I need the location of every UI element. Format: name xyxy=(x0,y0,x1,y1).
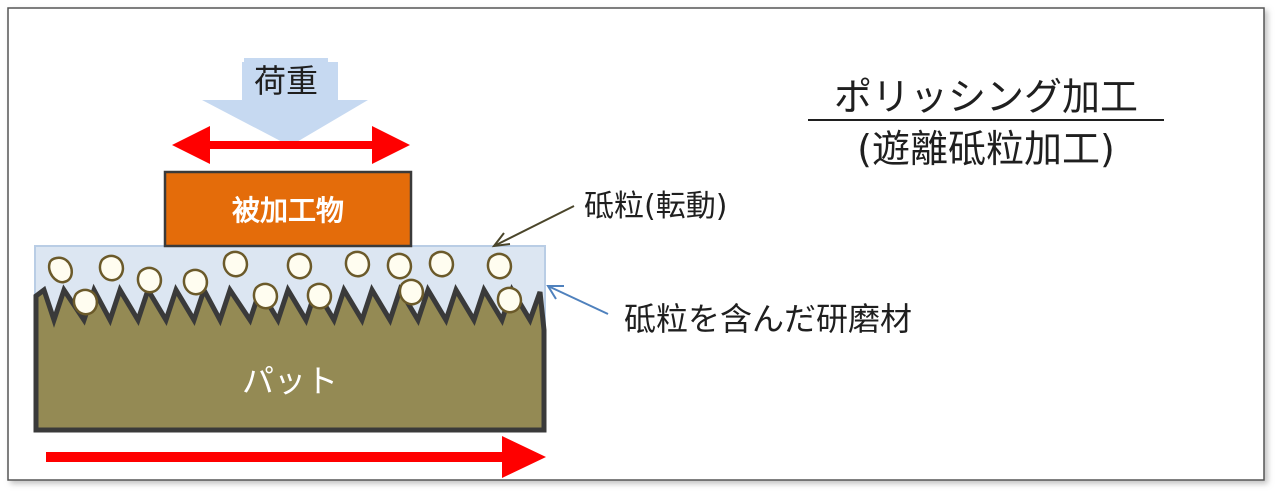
abrasive-grain xyxy=(386,252,413,280)
abrasive-grain xyxy=(286,252,313,280)
abrasive-slurry-leader xyxy=(546,285,609,315)
pad xyxy=(33,283,547,433)
abrasive-grain xyxy=(398,278,425,306)
workpiece xyxy=(163,170,413,248)
abrasive-grain xyxy=(182,268,209,296)
load-label: 荷重 xyxy=(254,62,318,100)
abrasive-rolling-leader xyxy=(491,205,575,248)
double-headed-arrow-icon xyxy=(172,126,410,164)
pad-label: パット xyxy=(242,362,338,400)
diagram-title: ポリッシング加工 xyxy=(834,75,1138,119)
abrasive-grain xyxy=(344,250,371,278)
abrasive-rolling-label: 砥粒(転動) xyxy=(584,189,727,224)
abrasive-grain xyxy=(428,250,455,278)
load-label-bg xyxy=(244,58,328,98)
abrasive-grain xyxy=(306,282,333,310)
right-arrow-icon xyxy=(46,436,546,478)
abrasive-slurry-label: 砥粒を含んだ研磨材 xyxy=(624,300,912,338)
abrasive-grain xyxy=(98,254,125,282)
workpiece-label: 被加工物 xyxy=(232,194,344,227)
abrasive-grain xyxy=(136,266,163,294)
diagram-subtitle: (遊離砥粒加工) xyxy=(857,127,1115,171)
abrasive-grain xyxy=(72,288,99,316)
abrasive-grain xyxy=(496,286,523,314)
abrasive-grain xyxy=(486,252,513,280)
abrasive-grains xyxy=(47,250,523,316)
abrasive-grain xyxy=(252,282,279,310)
abrasive-grain xyxy=(222,250,249,278)
abrasive-grain xyxy=(47,256,73,284)
